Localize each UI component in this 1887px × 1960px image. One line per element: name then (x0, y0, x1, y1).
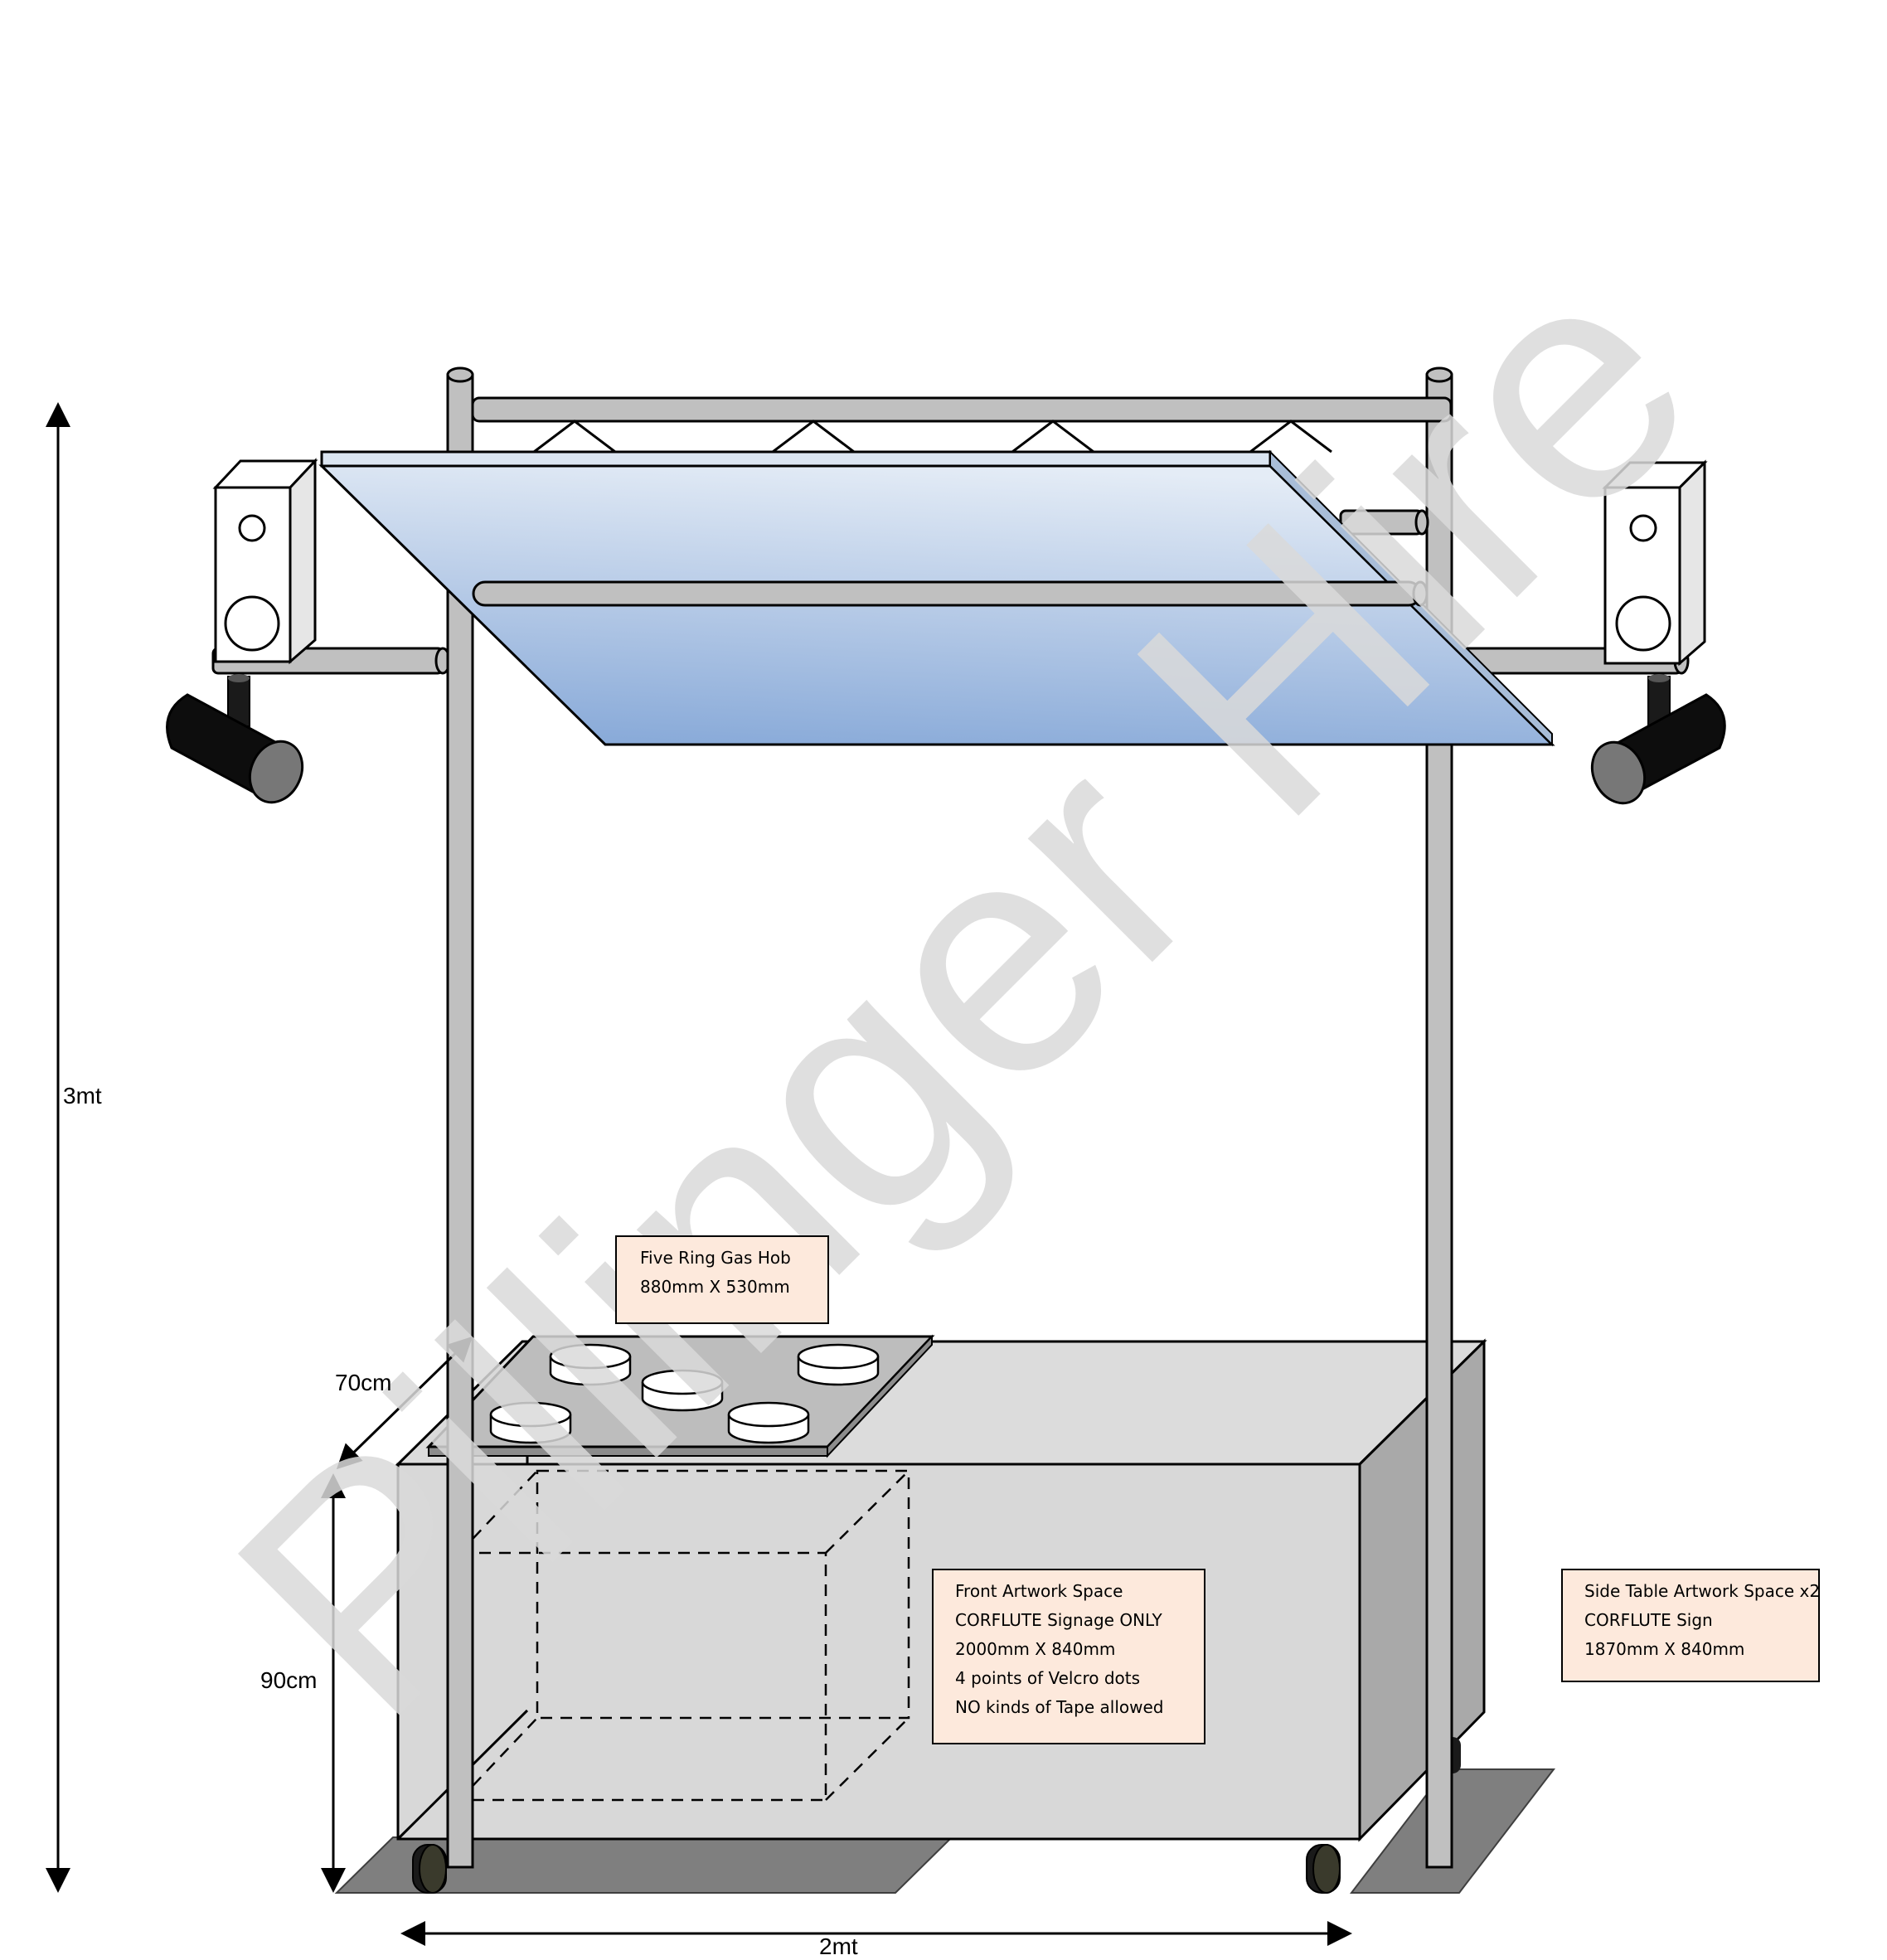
front-artwork-warning: NO kinds of Tape allowed (955, 1697, 1164, 1717)
side-artwork-label-box: Side Table Artwork Space x2 CORFLUTE Sig… (1561, 1569, 1820, 1682)
front-artwork-fixing: 4 points of Velcro dots (955, 1668, 1141, 1688)
front-artwork-label-box: Front Artwork Space CORFLUTE Signage ONL… (932, 1569, 1205, 1744)
burner (549, 1343, 632, 1386)
front-artwork-title: Front Artwork Space (955, 1581, 1123, 1601)
gas-hob (425, 1334, 935, 1458)
right-spotlight (1590, 674, 1726, 805)
truss (533, 420, 1332, 454)
height-label: 3mt (63, 1083, 102, 1109)
burner (727, 1401, 810, 1444)
left-upright (446, 373, 474, 1869)
depth-arrow (336, 1336, 473, 1470)
side-artwork-title: Side Table Artwork Space x2 (1584, 1581, 1821, 1601)
burner (489, 1401, 572, 1444)
depth-label: 70cm (335, 1370, 392, 1395)
table-height-label: 90cm (260, 1667, 318, 1693)
hob-burners (489, 1343, 880, 1444)
hob-label-box: Five Ring Gas Hob 880mm X 530mm (615, 1235, 829, 1324)
burner (641, 1369, 724, 1412)
top-crossbar (471, 396, 1453, 423)
right-wheel (1306, 1844, 1341, 1894)
left-speaker (212, 458, 318, 665)
front-artwork-size: 2000mm X 840mm (955, 1639, 1116, 1659)
burner (797, 1343, 880, 1386)
width-label: 2mt (819, 1933, 858, 1959)
table-front (396, 1463, 1361, 1841)
left-wheel (412, 1844, 447, 1894)
wheels (412, 1844, 1341, 1894)
side-artwork-size: 1870mm X 840mm (1584, 1639, 1745, 1659)
hob-title: Five Ring Gas Hob (640, 1248, 791, 1268)
left-spotlight (166, 674, 304, 804)
right-upright (1425, 373, 1453, 1869)
canopy-bar (472, 580, 1422, 607)
hob-plate-edge (428, 1446, 828, 1457)
side-artwork-material: CORFLUTE Sign (1584, 1610, 1713, 1630)
canopy (318, 449, 1555, 747)
hob-size: 880mm X 530mm (640, 1277, 790, 1297)
front-artwork-material: CORFLUTE Signage ONLY (955, 1610, 1162, 1630)
dimension-lines (46, 402, 1352, 1946)
right-speaker (1602, 459, 1708, 667)
